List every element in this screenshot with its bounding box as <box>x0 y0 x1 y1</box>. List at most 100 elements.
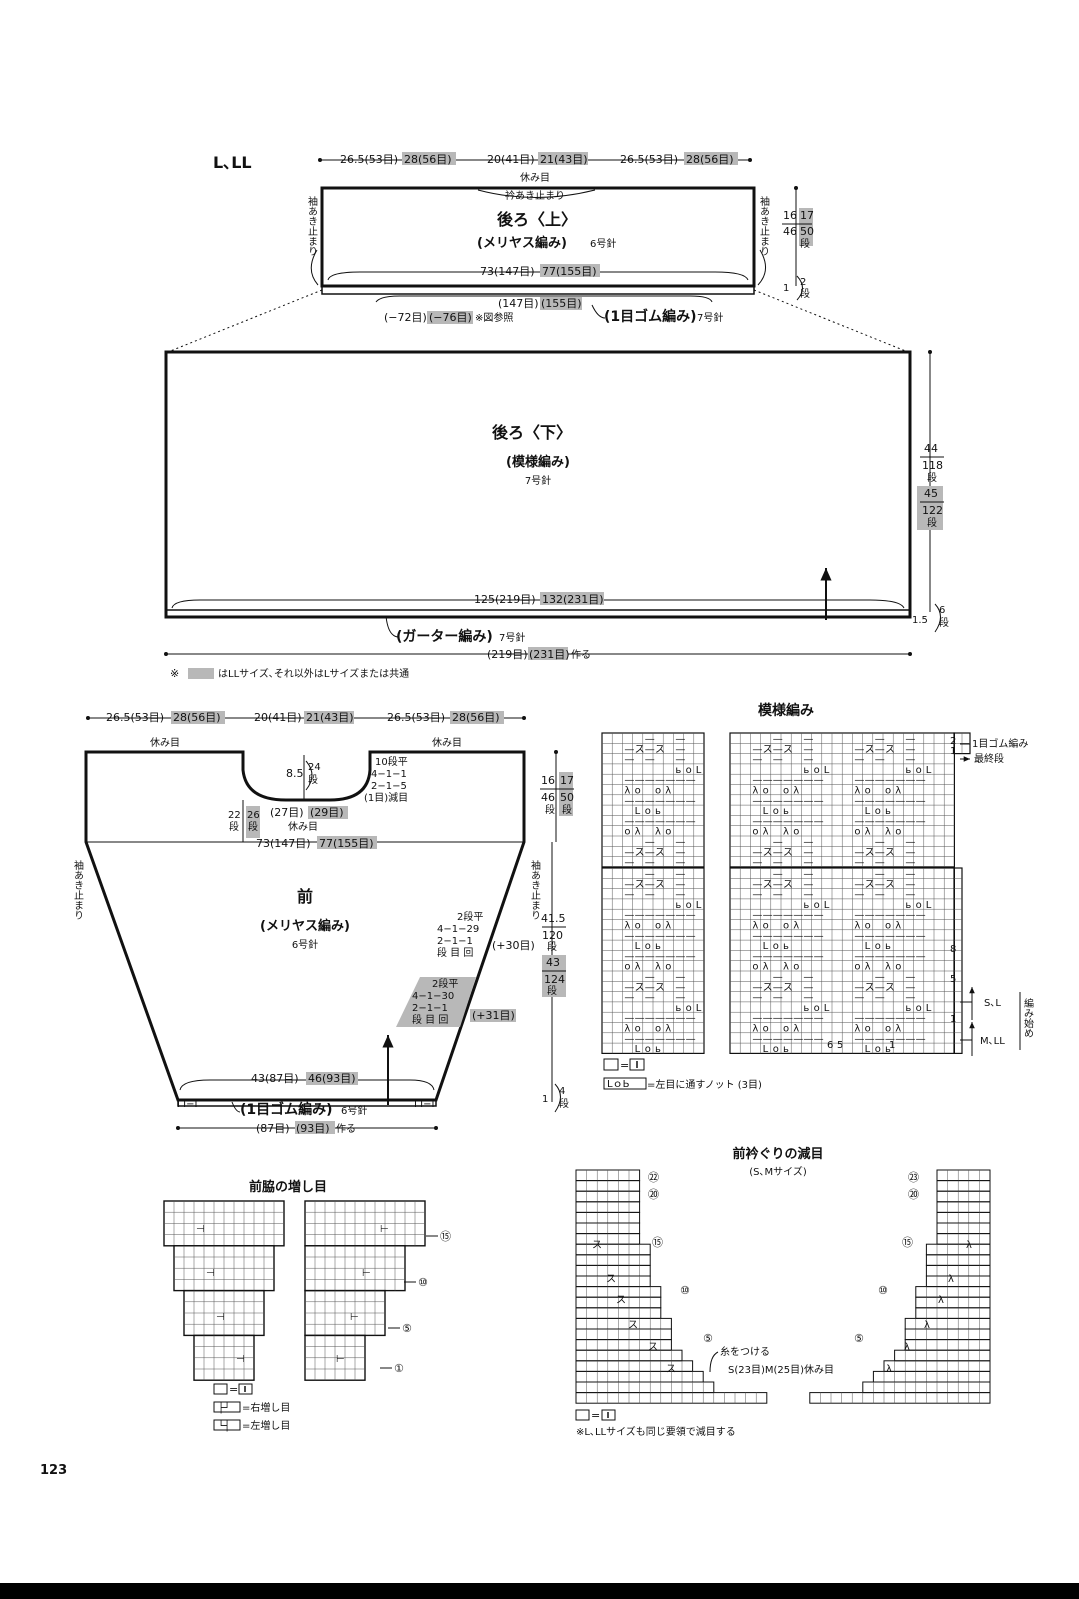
chart-symbol: ь <box>783 941 789 952</box>
chart-symbol: — <box>645 1034 655 1045</box>
front-width-l: 73(147目) <box>256 837 311 850</box>
chart-symbol: ⊢ <box>336 1354 345 1365</box>
chart-symbol: ο <box>686 900 692 911</box>
inc-ll-total: (+31目) <box>472 1009 515 1022</box>
rows-unit: 段 <box>800 237 810 250</box>
right-inc-glyph: ├┘ <box>218 1401 230 1414</box>
chart-symbol: — <box>763 951 773 962</box>
chart-symbol: ス <box>885 879 895 890</box>
chart-symbol: — <box>854 931 864 942</box>
chart-symbol: — <box>793 951 803 962</box>
chart-symbol: — <box>665 1013 675 1024</box>
chart-symbol: — <box>624 1034 634 1045</box>
side-increase-grid: ⊣⊣⊣⊣⊢⊢⊢⊢ <box>163 1200 426 1381</box>
chart-symbol: ス <box>635 879 645 890</box>
front-rib-needle: 6号針 <box>341 1104 367 1117</box>
rest-note: S(23目)M(25目)休み目 <box>728 1364 834 1376</box>
chart-symbol: — <box>803 972 813 983</box>
chart-symbol: ο <box>895 827 901 838</box>
chart-symbol: — <box>635 931 645 942</box>
right-inc-label: =右増し目 <box>242 1401 290 1414</box>
chart-symbol: L <box>865 806 871 817</box>
chart-symbol: λ <box>752 921 758 932</box>
chart-symbol: — <box>624 796 634 807</box>
chart-symbol: — <box>916 775 926 786</box>
back-lower-stitch: (模様編み) <box>506 454 570 470</box>
chart-symbol: — <box>773 931 783 942</box>
legend-knot-cell <box>603 1077 647 1090</box>
chart-symbol: ス <box>763 744 773 755</box>
chart-symbol: — <box>885 931 895 942</box>
chart-row-number: 5 <box>950 974 956 985</box>
chart-symbol: ο <box>655 1024 661 1035</box>
chart-symbol: λ <box>854 786 860 797</box>
chart-symbol: — <box>655 951 665 962</box>
chart-symbol: — <box>885 816 895 827</box>
chart-symbol: — <box>752 816 762 827</box>
chart-symbol: — <box>635 775 645 786</box>
legend-blank-cell <box>575 1409 590 1421</box>
front-dim-neck-ll: 21(43目) <box>306 711 354 724</box>
chart-symbol: — <box>905 858 915 869</box>
chart-symbol: — <box>885 796 895 807</box>
pattern-chart-title: 模様編み <box>758 702 814 719</box>
legend-eq: = <box>591 1409 600 1422</box>
chart-symbol: — <box>865 796 875 807</box>
chart-symbol: — <box>885 1013 895 1024</box>
chart-symbol: — <box>803 744 813 755</box>
chart-symbol: — <box>645 993 655 1004</box>
chart-symbol: ⊢ <box>380 1224 389 1235</box>
chart-symbol: — <box>895 1034 905 1045</box>
chart-symbol: — <box>645 816 655 827</box>
chart-symbol: ス <box>783 982 793 993</box>
back-upper-height-l: 16 <box>783 209 797 222</box>
chart-symbol: ο <box>773 941 779 952</box>
chart-symbol: L <box>824 1003 830 1014</box>
chart-symbol: ⊢ <box>362 1268 371 1279</box>
chart-symbol: — <box>675 744 685 755</box>
chart-symbol: — <box>624 755 634 766</box>
chart-symbol: — <box>675 931 685 942</box>
chart-symbol: ο <box>814 1003 820 1014</box>
chart-symbol: — <box>803 951 813 962</box>
chart-symbol: λ <box>904 1342 910 1353</box>
start-label: 編み始め <box>1022 997 1034 1038</box>
dim-side-ll: 28(56目) <box>404 153 452 166</box>
chart-symbol: ο <box>916 900 922 911</box>
right-mark-20: ⑳ <box>908 1188 919 1201</box>
chart-symbol: — <box>665 816 675 827</box>
right-mark-23: ㉓ <box>908 1171 919 1184</box>
chart-symbol: — <box>885 951 895 962</box>
chart-symbol: L <box>865 1044 871 1055</box>
rib-count-l: (147目) <box>498 297 539 310</box>
back-lower-panel: 後ろ〈下〉 (模様編み) 7号針 125(219目) 132(231目) 44 … <box>164 350 949 680</box>
chart-symbol: — <box>624 879 634 890</box>
chart-symbol: ь <box>885 941 891 952</box>
chart-symbol: ο <box>793 962 799 973</box>
chart-symbol: — <box>763 816 773 827</box>
rest-stitch-label: 休み目 <box>520 172 550 184</box>
chart-symbol: ス <box>655 982 665 993</box>
chart-symbol: — <box>854 993 864 1004</box>
chart-symbol: — <box>686 1013 696 1024</box>
chart-symbol: — <box>783 951 793 962</box>
chart-row-number: 8 <box>950 944 956 955</box>
rows-unit: 段 <box>927 516 937 529</box>
start-mll: M､LL <box>980 1036 1005 1047</box>
chart-symbol: — <box>624 775 634 786</box>
chart-symbol: ο <box>814 765 820 776</box>
chart-symbol: — <box>655 796 665 807</box>
chart-symbol: — <box>752 858 762 869</box>
chart-symbol: — <box>783 775 793 786</box>
chart-symbol: — <box>803 816 813 827</box>
chart-symbol: — <box>645 972 655 983</box>
collar-stop-label: 衿あき止まり <box>505 189 565 202</box>
chart-symbol: — <box>752 796 762 807</box>
chart-symbol: — <box>624 982 634 993</box>
chart-symbol: — <box>645 734 655 745</box>
rib-label: (1目ゴム編み) <box>604 308 697 325</box>
chart-symbol: λ <box>752 1024 758 1035</box>
chart-symbol: — <box>916 816 926 827</box>
chart-symbol: ス <box>783 847 793 858</box>
chart-symbol: — <box>655 1013 665 1024</box>
